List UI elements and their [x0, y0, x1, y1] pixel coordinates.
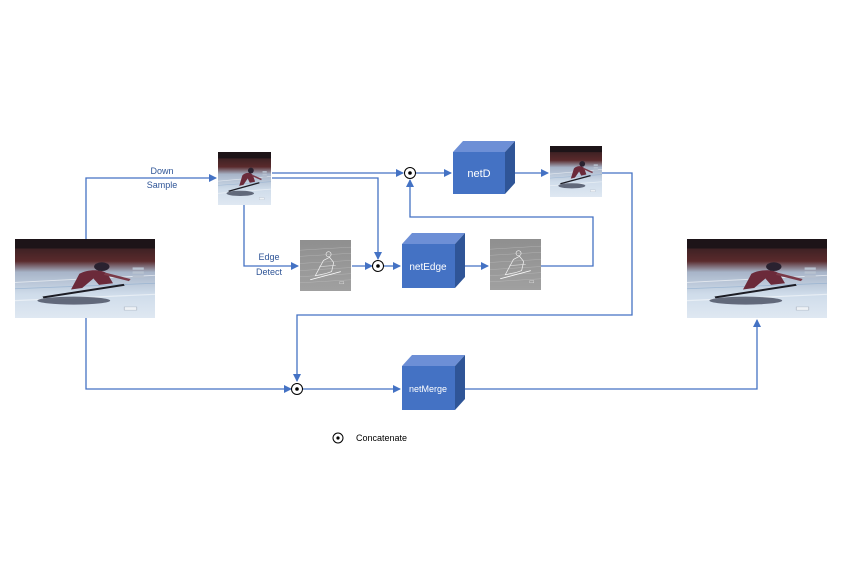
sample-label: Sample: [147, 180, 178, 190]
netmerge-label: netMerge: [409, 384, 447, 394]
legend-label: Concatenate: [356, 433, 407, 443]
output-image: [687, 239, 827, 318]
concat-node-netd: [404, 167, 416, 179]
detect-label: Detect: [256, 267, 283, 277]
netedge-box: netEdge: [402, 233, 465, 288]
netd-box: netD: [453, 141, 515, 194]
netedge-label: netEdge: [409, 262, 447, 273]
edge-label: Edge: [258, 252, 279, 262]
concat-node-netmerge: [291, 383, 303, 395]
netd-output-image: [549, 145, 603, 198]
netedge-output-image: [489, 238, 542, 291]
netmerge-box: netMerge: [402, 355, 465, 410]
legend: Concatenate: [332, 432, 407, 444]
down-label: Down: [150, 166, 173, 176]
concatenate-icon: [332, 432, 344, 444]
downsampled-image: [217, 151, 272, 206]
arrows: [85, 169, 761, 393]
edge-image: [299, 239, 352, 292]
concat-node-netedge: [372, 260, 384, 272]
input-image: [15, 239, 155, 318]
netd-label: netD: [467, 168, 490, 180]
